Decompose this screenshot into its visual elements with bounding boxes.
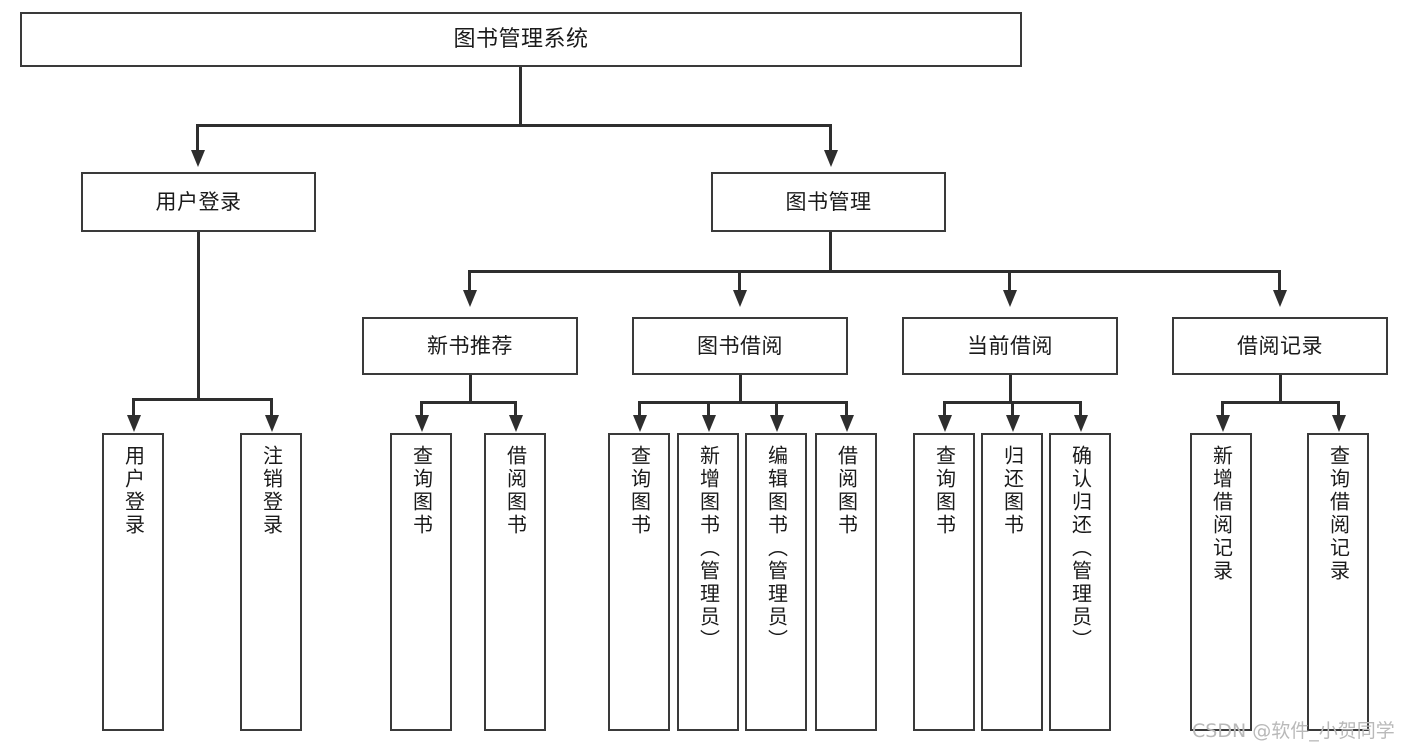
arrow-current-borrow-leaf2 <box>1006 415 1020 432</box>
leaf-current-borrow-return[interactable]: 归还图书 <box>981 433 1043 731</box>
arrow-to-user-login <box>191 150 205 167</box>
arrow-current-borrow-leaf1 <box>938 415 952 432</box>
node-label: 用户登录 <box>121 445 146 537</box>
leaf-borrow-records-query[interactable]: 查询借阅记录 <box>1307 433 1369 731</box>
edge-level3-bus <box>469 270 1281 273</box>
leaf-borrow-records-add[interactable]: 新增借阅记录 <box>1190 433 1252 731</box>
node-book-borrow[interactable]: 图书借阅 <box>632 317 848 375</box>
edge-to-borrow-records <box>1278 270 1281 292</box>
node-label: 确认归还（管理员） <box>1068 445 1093 652</box>
edge-user-login-leaf1 <box>132 398 135 417</box>
edge-to-current-borrow <box>1008 270 1011 292</box>
edge-to-new-book <box>468 270 471 292</box>
node-label: 新增借阅记录 <box>1209 445 1234 583</box>
leaf-user-login-logout[interactable]: 注销登录 <box>240 433 302 731</box>
arrow-user-login-leaf2 <box>265 415 279 432</box>
edge-root-stem <box>519 67 522 125</box>
edge-borrow-records-stem <box>1279 375 1282 403</box>
edge-level2-bus <box>197 124 831 127</box>
leaf-user-login-login[interactable]: 用户登录 <box>102 433 164 731</box>
node-label: 查询借阅记录 <box>1326 445 1351 583</box>
watermark-text: CSDN @软件_小贺同学 <box>1192 720 1395 742</box>
edge-book-management-stem <box>829 232 832 272</box>
node-label: 新增图书（管理员） <box>696 445 721 652</box>
edge-current-borrow-leaf1 <box>943 401 946 417</box>
node-label: 归还图书 <box>1000 445 1025 537</box>
edge-to-user-login <box>196 124 199 152</box>
node-borrow-records[interactable]: 借阅记录 <box>1172 317 1388 375</box>
leaf-book-borrow-add[interactable]: 新增图书（管理员） <box>677 433 739 731</box>
leaf-book-borrow-edit[interactable]: 编辑图书（管理员） <box>745 433 807 731</box>
edge-user-login-bus <box>133 398 272 401</box>
edge-current-borrow-leaf3 <box>1079 401 1082 417</box>
arrow-to-new-book <box>463 290 477 307</box>
arrow-book-borrow-leaf4 <box>840 415 854 432</box>
node-label: 图书借阅 <box>697 333 783 358</box>
leaf-book-borrow-query[interactable]: 查询图书 <box>608 433 670 731</box>
edge-current-borrow-stem <box>1009 375 1012 403</box>
edge-new-book-leaf2 <box>514 401 517 417</box>
node-label: 查询图书 <box>627 445 652 537</box>
node-new-book-recommend[interactable]: 新书推荐 <box>362 317 578 375</box>
node-label: 编辑图书（管理员） <box>764 445 789 652</box>
leaf-current-borrow-confirm[interactable]: 确认归还（管理员） <box>1049 433 1111 731</box>
node-label: 新书推荐 <box>427 333 513 358</box>
arrow-borrow-records-leaf2 <box>1332 415 1346 432</box>
edge-book-borrow-leaf3 <box>775 401 778 417</box>
node-label: 查询图书 <box>409 445 434 537</box>
arrow-book-borrow-leaf1 <box>633 415 647 432</box>
node-label: 查询图书 <box>932 445 957 537</box>
edge-book-borrow-stem <box>739 375 742 403</box>
node-label: 当前借阅 <box>967 333 1053 358</box>
node-label: 用户登录 <box>155 189 242 214</box>
edge-book-borrow-leaf1 <box>638 401 641 417</box>
arrow-book-borrow-leaf3 <box>770 415 784 432</box>
leaf-book-borrow-borrow[interactable]: 借阅图书 <box>815 433 877 731</box>
edge-new-book-bus <box>421 401 516 404</box>
arrow-to-book-management <box>824 150 838 167</box>
leaf-current-borrow-query[interactable]: 查询图书 <box>913 433 975 731</box>
edge-current-borrow-leaf2 <box>1011 401 1014 417</box>
arrow-new-book-leaf1 <box>415 415 429 432</box>
arrow-to-book-borrow <box>733 290 747 307</box>
node-label: 图书管理 <box>785 189 872 214</box>
edge-book-borrow-leaf4 <box>845 401 848 417</box>
node-label: 注销登录 <box>259 445 284 537</box>
edge-user-login-leaf2 <box>270 398 273 417</box>
arrow-to-borrow-records <box>1273 290 1287 307</box>
leaf-new-book-borrow[interactable]: 借阅图书 <box>484 433 546 731</box>
edge-new-book-stem <box>469 375 472 403</box>
node-label: 借阅图书 <box>834 445 859 537</box>
arrow-current-borrow-leaf3 <box>1074 415 1088 432</box>
edge-borrow-records-leaf2 <box>1337 401 1340 417</box>
node-label: 借阅记录 <box>1237 333 1323 358</box>
edge-borrow-records-leaf1 <box>1221 401 1224 417</box>
node-label: 图书管理系统 <box>453 26 589 52</box>
arrow-to-current-borrow <box>1003 290 1017 307</box>
edge-book-borrow-leaf2 <box>707 401 710 417</box>
node-user-login[interactable]: 用户登录 <box>81 172 316 232</box>
arrow-borrow-records-leaf1 <box>1216 415 1230 432</box>
node-label: 借阅图书 <box>503 445 528 537</box>
edge-user-login-stem <box>197 232 200 400</box>
edge-borrow-records-bus <box>1222 401 1339 404</box>
edge-new-book-leaf1 <box>420 401 423 417</box>
edge-to-book-borrow <box>738 270 741 292</box>
node-current-borrow[interactable]: 当前借阅 <box>902 317 1118 375</box>
arrow-book-borrow-leaf2 <box>702 415 716 432</box>
edge-book-borrow-bus <box>639 401 847 404</box>
node-root-book-management-system[interactable]: 图书管理系统 <box>20 12 1022 67</box>
arrow-user-login-leaf1 <box>127 415 141 432</box>
edge-to-book-management <box>829 124 832 152</box>
arrow-new-book-leaf2 <box>509 415 523 432</box>
node-book-management[interactable]: 图书管理 <box>711 172 946 232</box>
leaf-new-book-query[interactable]: 查询图书 <box>390 433 452 731</box>
